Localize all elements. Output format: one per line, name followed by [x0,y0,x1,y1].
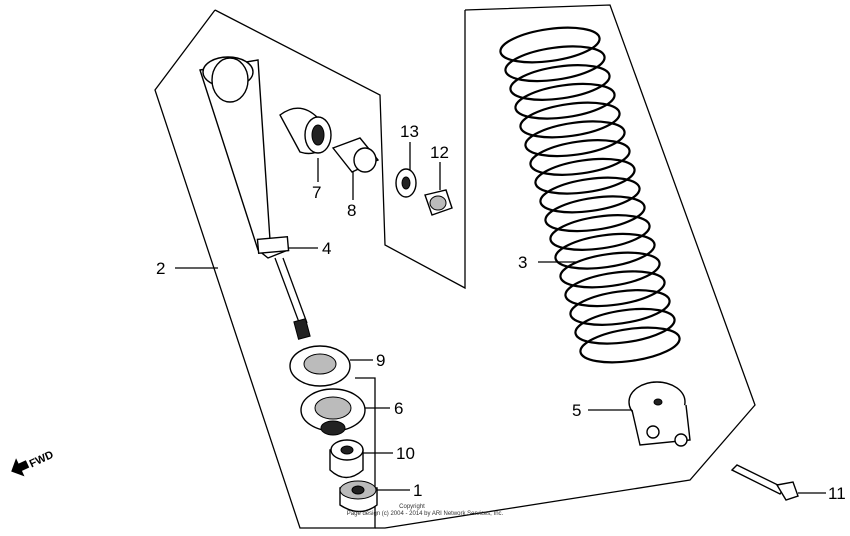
callout-12: 12 [430,143,449,162]
callout-7: 7 [312,183,321,202]
rubber-bushing[interactable] [279,107,332,155]
callout-4: 4 [322,239,331,258]
callout-9: 9 [376,351,385,370]
spring-coil [504,45,606,83]
nut-1[interactable] [339,480,378,513]
spring-coil [544,195,646,233]
spring-coil [554,232,656,270]
spring-coil [539,176,641,214]
callout-6: 6 [394,399,403,418]
callout-1: 1 [413,481,422,500]
callout-8: 8 [347,201,356,220]
spring-coil [569,289,671,326]
spring-coil [524,120,626,158]
callout-3: 3 [518,253,527,272]
spring-coil [509,64,611,101]
spring-coil [529,139,631,176]
lower-joint[interactable] [628,381,691,447]
leader-lines [175,142,826,494]
spring-coil [514,82,616,120]
shock-absorber[interactable] [199,56,311,340]
nut-12[interactable] [424,189,453,216]
bolt-11[interactable] [730,464,799,501]
spring-coil [574,307,676,345]
callout-5: 5 [572,401,581,420]
shock-group-outline-top [214,9,466,290]
bushing-10[interactable] [329,439,364,479]
spring-coil [519,101,621,139]
fwd-label: FWD [28,449,56,470]
shock-group-outline [154,9,376,529]
copyright-line1: Copyright [399,504,425,510]
copyright-line2: Page design (c) 2004 - 2014 by ARI Netwo… [347,511,504,517]
spring-coil [564,270,666,308]
callout-13: 13 [400,122,419,141]
spring-group-outline [375,4,756,529]
callout-11: 11 [828,484,846,503]
collar[interactable] [331,137,380,173]
coil-spring[interactable] [498,22,681,368]
spring-coil [549,214,651,251]
fwd-arrow: FWD [11,449,56,477]
spring-coil [534,157,636,195]
washer-13[interactable] [395,168,417,198]
callout-10: 10 [396,444,415,463]
callout-2: 2 [156,259,165,278]
spring-coil [579,326,681,364]
washer-9[interactable] [289,345,351,387]
spring-coil [559,251,661,289]
spring-seat[interactable] [300,388,366,436]
